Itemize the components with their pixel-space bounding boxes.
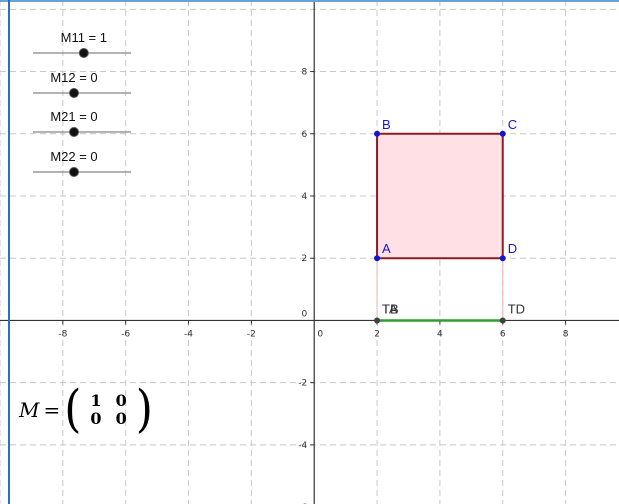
slider-label: M11 = 1 bbox=[61, 30, 107, 45]
point-d[interactable] bbox=[499, 255, 506, 262]
image-label-td: TD bbox=[508, 301, 525, 316]
point-b[interactable] bbox=[374, 130, 381, 137]
image-label-tb: TB bbox=[382, 301, 399, 316]
polygon-abcd[interactable] bbox=[376, 132, 504, 260]
slider-label: M12 = 0 bbox=[50, 70, 97, 85]
y-tick-label: 4 bbox=[301, 192, 307, 202]
x-tick-label: -2 bbox=[247, 329, 256, 339]
point-label-b: B bbox=[382, 117, 391, 132]
x-tick-label: 0 bbox=[317, 329, 323, 339]
y-tick-label: 0 bbox=[301, 309, 307, 319]
x-tick-label: 8 bbox=[563, 329, 569, 339]
slider-knob[interactable] bbox=[69, 88, 79, 98]
x-tick-label: -4 bbox=[184, 329, 193, 339]
y-tick-label: 6 bbox=[301, 130, 307, 140]
matrix-name: M bbox=[19, 398, 40, 422]
point-label-d: D bbox=[508, 241, 517, 256]
matrix-formula: M = ( 1 0 0 0 ) bbox=[19, 384, 153, 435]
slider-knob[interactable] bbox=[78, 48, 89, 58]
image-label-ta: TA bbox=[382, 301, 398, 316]
image-point-left[interactable] bbox=[374, 317, 381, 324]
matrix-close-paren: ) bbox=[135, 380, 153, 439]
image-point-right[interactable] bbox=[499, 317, 506, 324]
y-tick-label: -4 bbox=[298, 441, 307, 451]
y-tick-label: 8 bbox=[301, 68, 307, 78]
point-a[interactable] bbox=[374, 255, 381, 262]
matrix-cell: 1 bbox=[90, 391, 102, 410]
x-tick-label: 4 bbox=[437, 329, 443, 339]
matrix-entries: 1 0 0 0 bbox=[83, 392, 133, 428]
slider-label: M21 = 0 bbox=[50, 109, 97, 124]
slider-knob[interactable] bbox=[69, 167, 79, 177]
matrix-row: 0 0 bbox=[83, 410, 133, 428]
matrix-equals: = bbox=[43, 398, 61, 422]
view-frame-top bbox=[0, 0, 619, 2]
matrix-cell: 0 bbox=[90, 409, 102, 428]
x-tick-label: -8 bbox=[58, 329, 67, 339]
matrix-cell: 0 bbox=[115, 409, 127, 428]
matrix-row: 1 0 bbox=[83, 392, 133, 410]
point-label-c: C bbox=[508, 117, 517, 132]
view-frame-left bbox=[8, 0, 10, 504]
matrix-open-paren: ( bbox=[64, 380, 82, 439]
point-label-a: A bbox=[382, 241, 391, 256]
y-tick-label: 2 bbox=[301, 254, 307, 264]
x-tick-label: 2 bbox=[374, 329, 380, 339]
matrix-cell: 0 bbox=[115, 391, 127, 410]
sliders-panel: M11 = 1 M12 = 0 M21 = 0 M22 = 0 bbox=[33, 30, 131, 177]
point-c[interactable] bbox=[499, 130, 506, 137]
slider-label: M22 = 0 bbox=[50, 149, 97, 164]
y-tick-label: -2 bbox=[298, 379, 307, 389]
slider-knob[interactable] bbox=[69, 127, 79, 137]
x-tick-label: -6 bbox=[121, 329, 130, 339]
x-tick-label: 6 bbox=[500, 329, 506, 339]
